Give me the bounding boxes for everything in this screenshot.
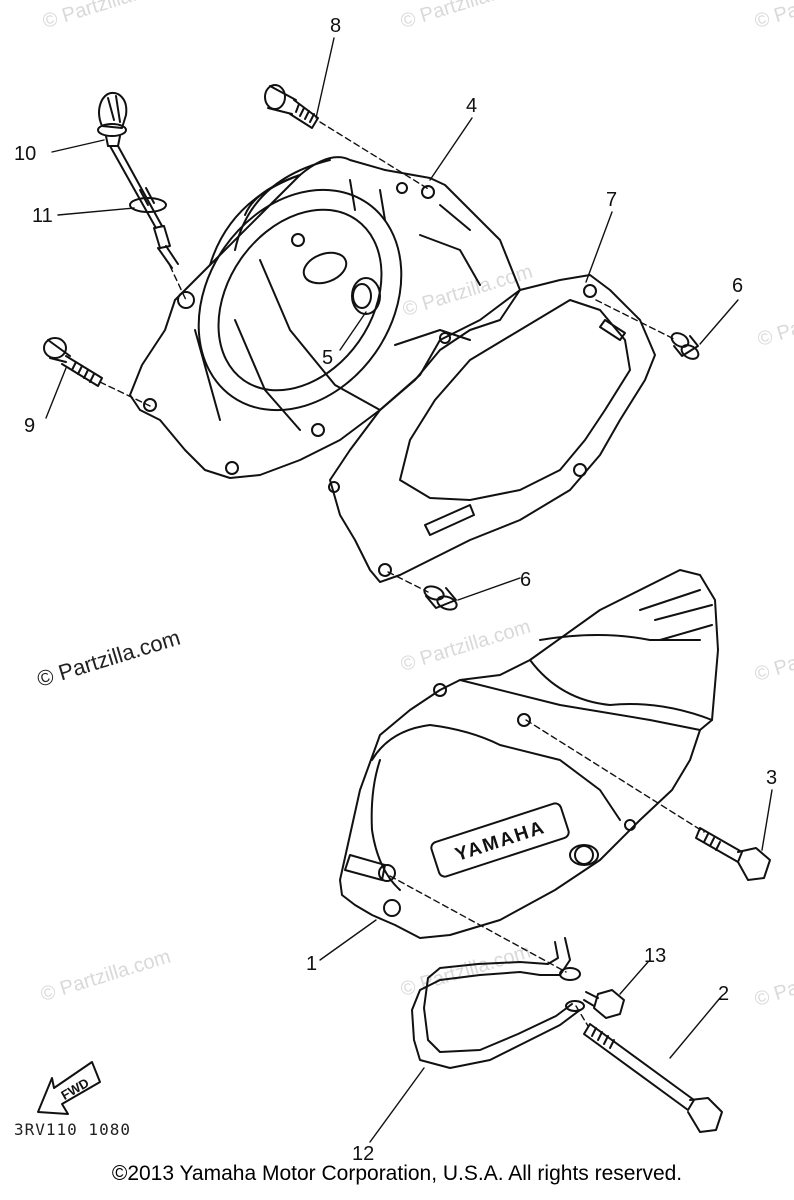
label-6-lower: 6	[520, 569, 531, 591]
guard-12[interactable]	[411, 937, 585, 1069]
label-13: 13	[644, 945, 666, 967]
crankcase-cover-1[interactable]	[339, 569, 719, 939]
bolt-2[interactable]	[583, 1023, 723, 1133]
label-8: 8	[330, 15, 341, 37]
label-10: 10	[14, 143, 36, 165]
label-12: 12	[352, 1143, 374, 1165]
fwd-arrow-label: FWD	[58, 1075, 91, 1103]
label-2: 2	[718, 983, 729, 1005]
leader-lines	[45, 37, 773, 1143]
yamaha-logo-plate: YAMAHA	[430, 802, 570, 878]
label-7: 7	[606, 189, 617, 211]
gasket-7[interactable]	[328, 274, 656, 583]
label-11: 11	[32, 205, 53, 227]
label-6-upper: 6	[732, 275, 743, 297]
label-1: 1	[306, 953, 317, 975]
crankcase-cover-4[interactable]	[129, 151, 521, 479]
dowel-pin-6-upper[interactable]	[669, 330, 701, 361]
copyright-footer: ©2013 Yamaha Motor Corporation, U.S.A. A…	[111, 1162, 683, 1185]
dowel-pin-6-lower[interactable]	[423, 584, 459, 612]
label-3: 3	[766, 767, 777, 789]
o-ring-11[interactable]	[129, 197, 167, 213]
label-4: 4	[466, 95, 477, 117]
bolt-3[interactable]	[695, 827, 771, 881]
label-9: 9	[24, 415, 35, 437]
diagram-code: 3RV110 1080	[14, 1120, 131, 1139]
bolt-9[interactable]	[43, 337, 103, 387]
oil-filler-plug-10[interactable]	[97, 91, 179, 269]
nut-13[interactable]	[583, 989, 625, 1019]
part-labels: 8 4 10 11 7 6 5 9 6 3 1 13 2 12	[14, 15, 777, 1165]
bolt-8[interactable]	[264, 84, 319, 129]
assembly-lines	[99, 121, 705, 1027]
label-5: 5	[322, 347, 333, 369]
fwd-arrow: FWD	[37, 1061, 101, 1115]
